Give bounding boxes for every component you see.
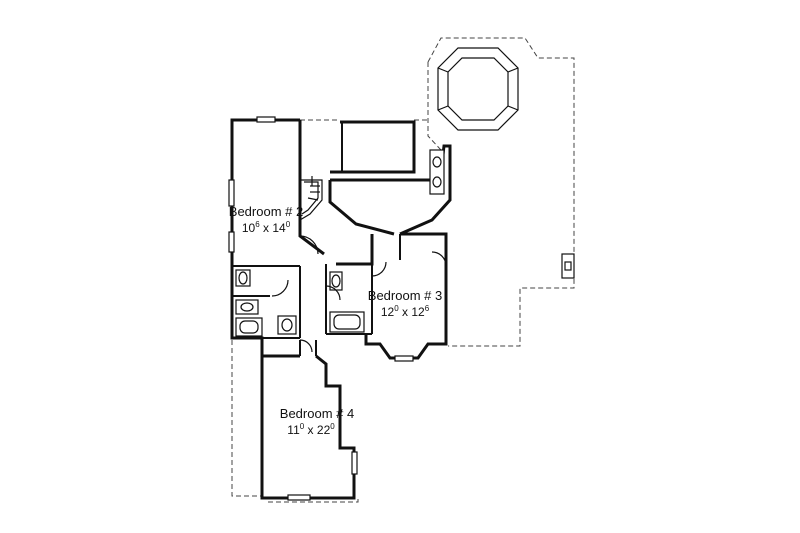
- room-height-inches: 6: [425, 304, 430, 313]
- svg-text:120 x 126: 120 x 126: [381, 304, 430, 319]
- windows: [228, 116, 414, 501]
- svg-text:106 x 140: 106 x 140: [242, 220, 291, 235]
- skylight: [437, 47, 519, 131]
- room-height: 14: [272, 221, 286, 235]
- room-width-inches: 0: [394, 304, 399, 313]
- room-name: Bedroom # 3: [368, 288, 442, 303]
- room-height-inches: 0: [330, 422, 335, 431]
- svg-text:110 x 220: 110 x 220: [287, 422, 335, 437]
- label-bedroom-2: Bedroom # 2 106 x 140: [229, 204, 303, 235]
- label-bedroom-4: Bedroom # 4 110 x 220: [280, 406, 354, 437]
- bath-fixtures: [235, 149, 445, 337]
- porch-outline: [231, 332, 359, 503]
- door-swings: [271, 235, 447, 353]
- room-name: Bedroom # 4: [280, 406, 354, 421]
- room-width-inches: 0: [300, 422, 305, 431]
- label-bedroom-3: Bedroom # 3 120 x 126: [368, 288, 442, 319]
- roof-outline: [300, 37, 575, 347]
- room-height: 12: [411, 305, 425, 319]
- room-width: 10: [242, 221, 256, 235]
- staircase: [299, 176, 323, 221]
- room-height-inches: 0: [286, 220, 291, 229]
- room-width: 12: [381, 305, 395, 319]
- roof-vent: [561, 253, 575, 279]
- room-name: Bedroom # 2: [229, 204, 303, 219]
- room-width: 11: [287, 423, 300, 437]
- room-width-inches: 6: [255, 220, 260, 229]
- room-height: 22: [317, 423, 331, 437]
